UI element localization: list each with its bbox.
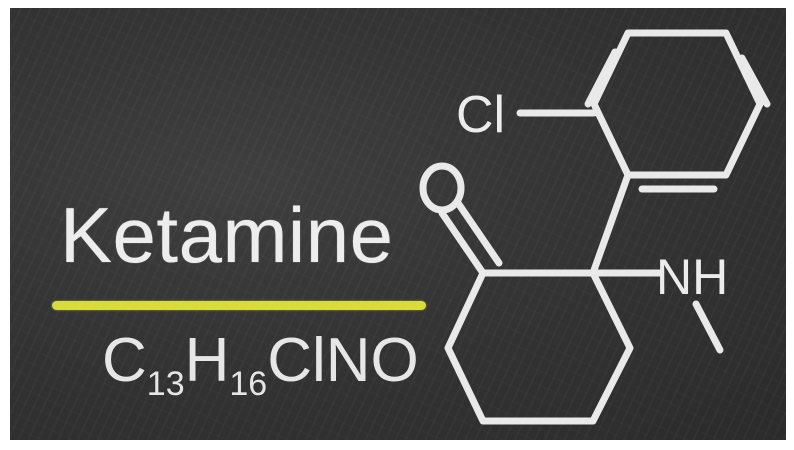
formula-carbon: C bbox=[102, 326, 147, 395]
formula-rest: ClNO bbox=[267, 326, 419, 395]
benzene-ring bbox=[590, 29, 764, 179]
carbonyl-bond-1 bbox=[438, 209, 487, 277]
formula-hydrogen: H bbox=[184, 326, 230, 395]
structural-formula: Cl NH bbox=[419, 29, 771, 425]
formula-hydrogen-count: 16 bbox=[229, 365, 268, 403]
methyl-bond bbox=[692, 300, 724, 354]
amine-atom: NH bbox=[656, 249, 728, 305]
benzene-double-bond-left bbox=[584, 48, 619, 108]
chemical-formula: C13H16ClNO bbox=[102, 330, 419, 403]
chlorine-atom: Cl bbox=[456, 86, 505, 144]
formula-carbon-count: 13 bbox=[146, 365, 185, 403]
oxygen-atom bbox=[419, 162, 465, 214]
bonds bbox=[438, 29, 771, 425]
chalkboard: Ketamine C13H16ClNO bbox=[10, 8, 786, 440]
name-underline bbox=[52, 301, 426, 310]
compound-name: Ketamine bbox=[60, 191, 394, 279]
benzene-double-bond-right bbox=[738, 54, 771, 108]
carbonyl-bond-2 bbox=[454, 199, 503, 267]
aryl-bond bbox=[589, 171, 632, 277]
cyclohexanone-ring bbox=[444, 269, 634, 425]
